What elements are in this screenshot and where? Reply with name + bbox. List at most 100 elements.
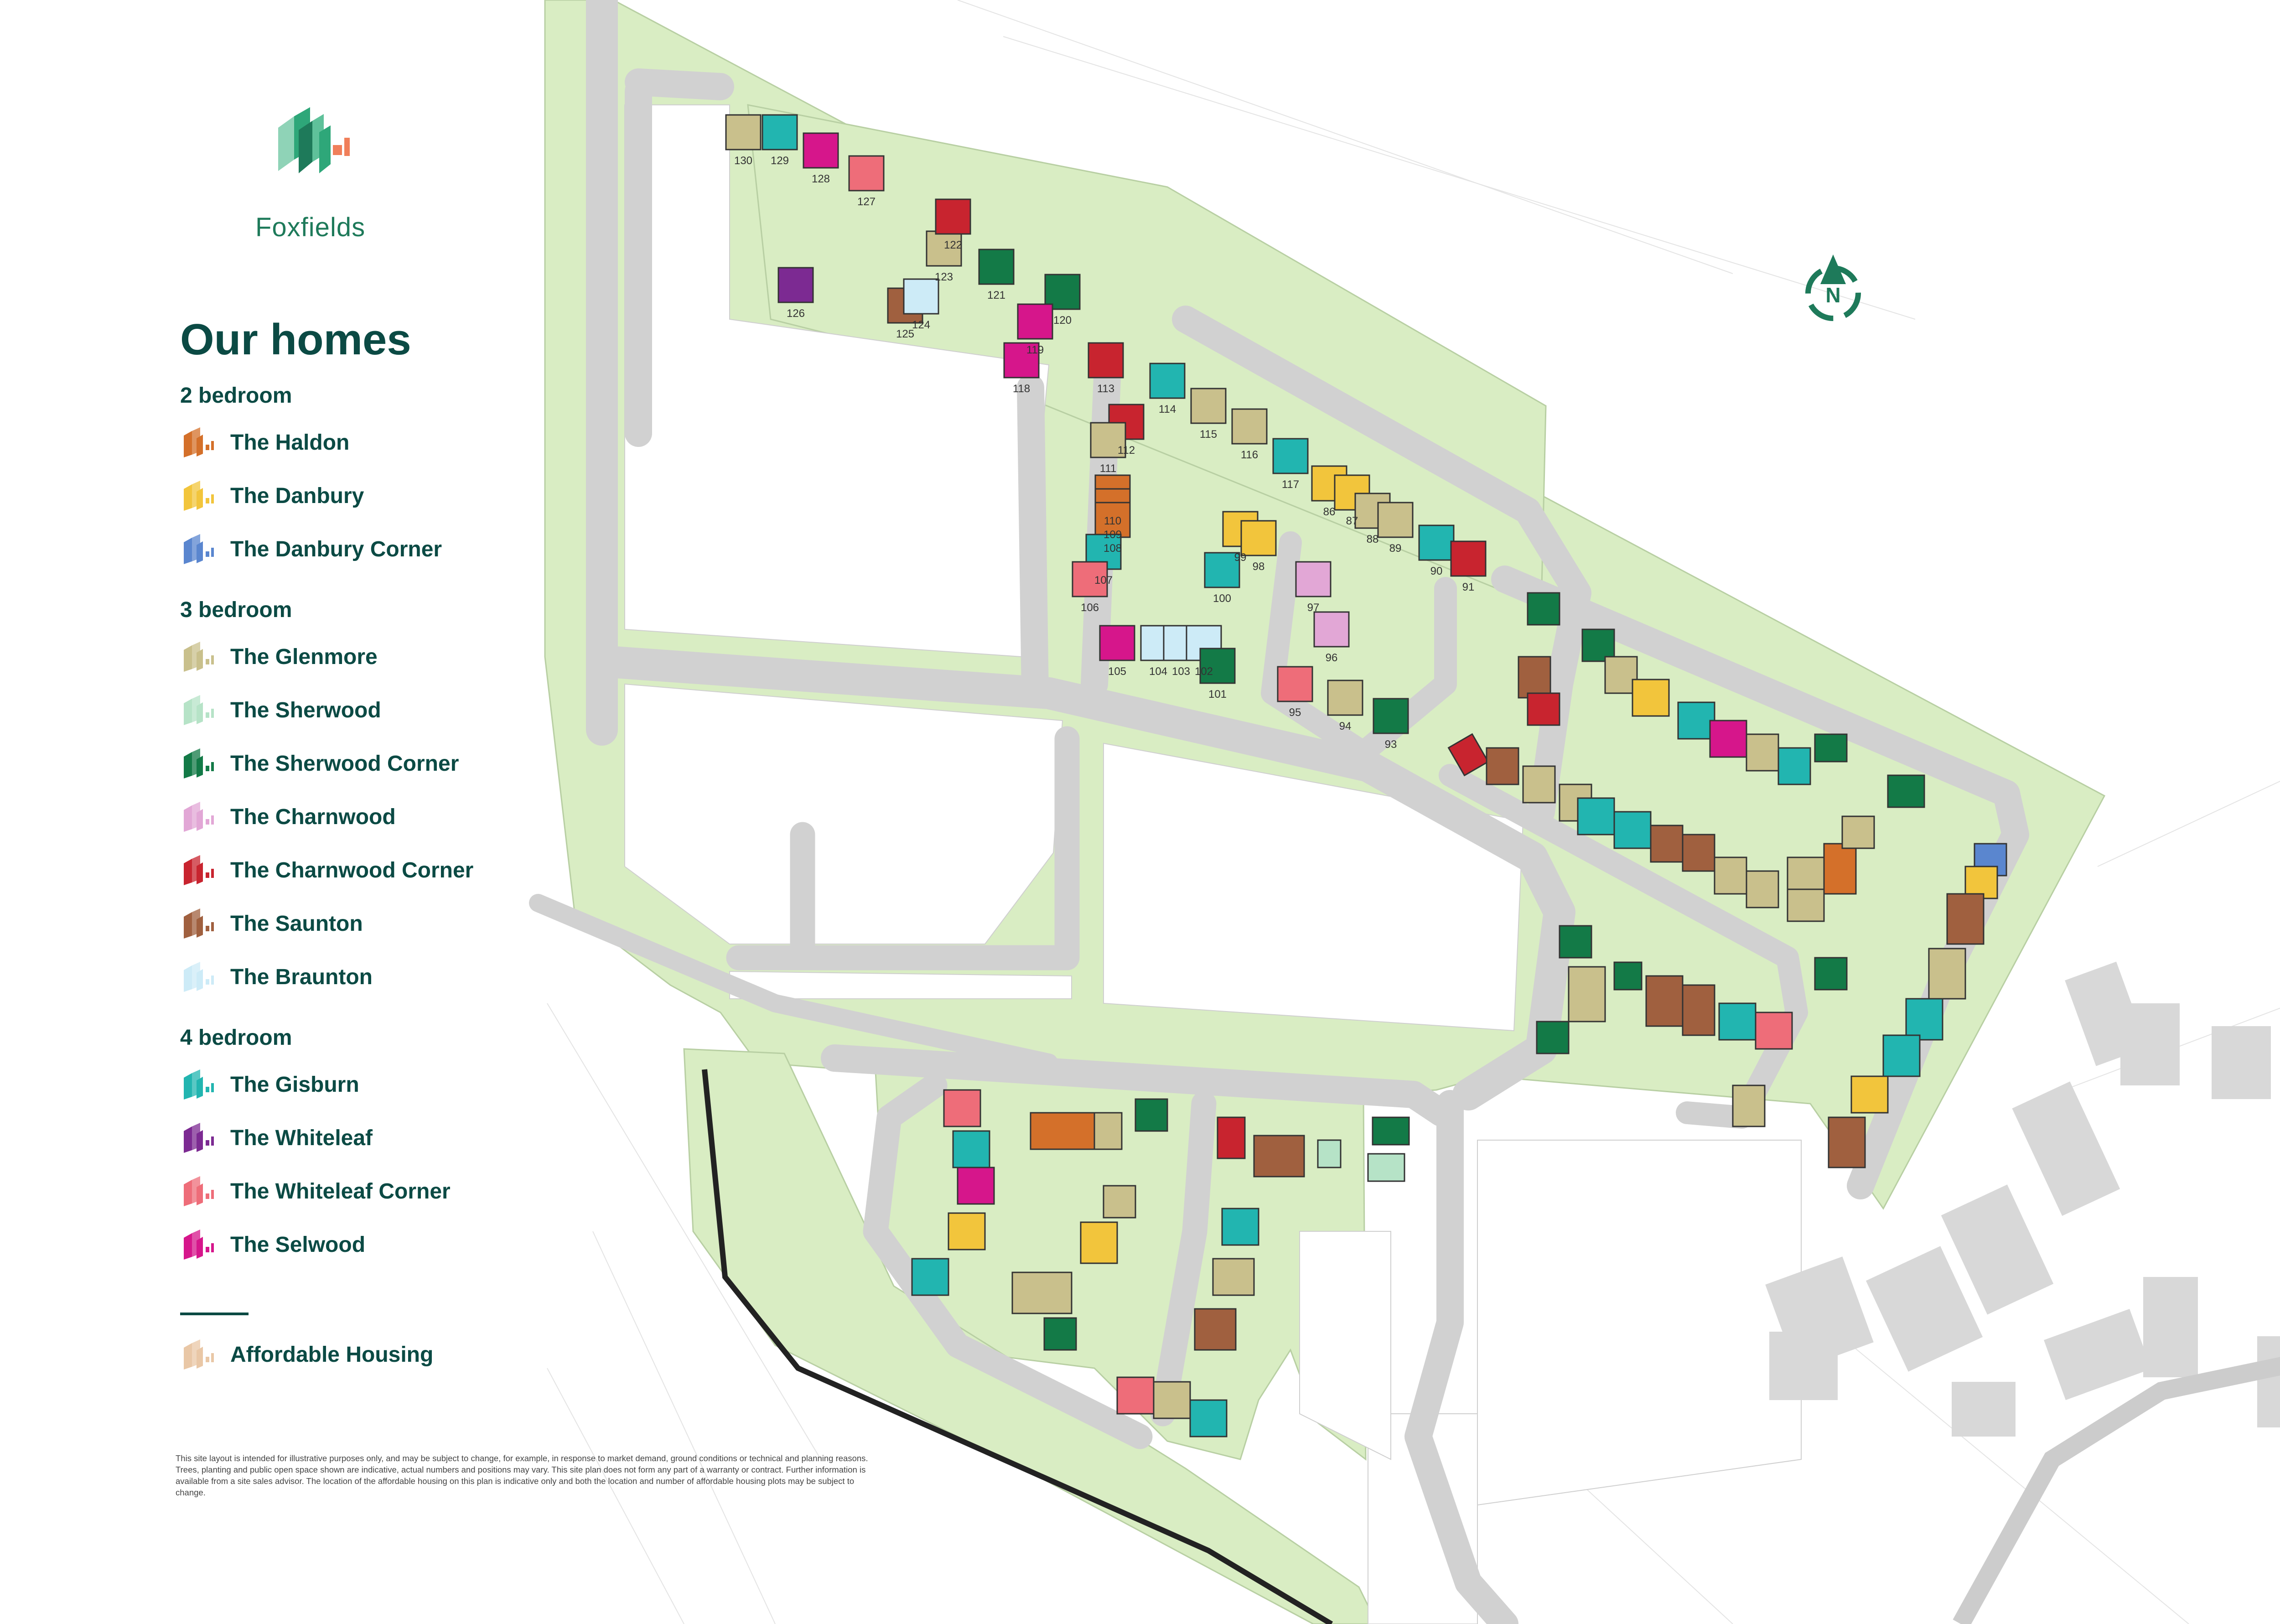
plot-number: 99 bbox=[1234, 551, 1247, 564]
legend-group-heading: 4 bedroom bbox=[180, 1026, 292, 1050]
plot-number: 109 bbox=[1104, 529, 1122, 541]
legend-item: The Saunton bbox=[180, 908, 363, 939]
plot-number: 119 bbox=[1026, 344, 1044, 356]
plot-number: 126 bbox=[787, 307, 805, 320]
plot-house bbox=[762, 114, 798, 150]
legend-item-label: The Charnwood Corner bbox=[230, 858, 474, 882]
plot-number: 114 bbox=[1159, 403, 1176, 415]
plot-number: 127 bbox=[857, 196, 876, 208]
legend-item: The Charnwood bbox=[180, 801, 396, 833]
plot-house bbox=[1418, 524, 1455, 561]
house-type-icon bbox=[184, 1069, 214, 1100]
plot-house bbox=[1334, 474, 1370, 511]
plot-number: 102 bbox=[1195, 665, 1213, 678]
plot-number: 97 bbox=[1307, 602, 1320, 614]
plot-house bbox=[1190, 388, 1227, 424]
plot-house bbox=[1204, 552, 1240, 588]
legend-item: The Whiteleaf bbox=[180, 1122, 373, 1154]
compass-label: N bbox=[1825, 283, 1840, 307]
legend-item: The Danbury Corner bbox=[180, 533, 442, 565]
plot-house bbox=[1450, 540, 1487, 577]
plot-number: 111 bbox=[1100, 462, 1116, 475]
legend-item: The Sherwood bbox=[180, 694, 381, 726]
plot-number: 93 bbox=[1385, 738, 1397, 751]
legend-item: The Sherwood Corner bbox=[180, 747, 459, 779]
north-compass-icon: N bbox=[1805, 254, 1861, 321]
roads bbox=[529, 0, 2029, 1624]
plot-house bbox=[848, 155, 885, 192]
plot-number: 107 bbox=[1094, 574, 1113, 586]
plot-house bbox=[1044, 274, 1081, 310]
plot-number: 91 bbox=[1462, 581, 1475, 593]
neighbouring-buildings bbox=[1765, 961, 2280, 1437]
plot-house bbox=[978, 249, 1015, 285]
disclaimer-text: This site layout is intended for illustr… bbox=[176, 1453, 868, 1497]
plot-number: 116 bbox=[1241, 449, 1258, 461]
plot-house bbox=[1272, 438, 1309, 474]
plot-number: 100 bbox=[1213, 592, 1231, 605]
legend-item-label: The Whiteleaf bbox=[230, 1126, 373, 1150]
plot-number: 122 bbox=[944, 239, 962, 251]
plot-houses bbox=[725, 114, 1487, 734]
plot-house bbox=[1099, 625, 1135, 661]
plot-number: 104 bbox=[1149, 665, 1167, 678]
legend-item-label: The Saunton bbox=[230, 911, 363, 936]
plot-number: 117 bbox=[1282, 478, 1299, 491]
plot-number: 87 bbox=[1346, 515, 1358, 527]
plot-house bbox=[903, 278, 939, 315]
plot-number: 106 bbox=[1081, 602, 1099, 614]
plot-house bbox=[1313, 611, 1350, 648]
plot-house bbox=[1090, 422, 1126, 458]
house-type-icon bbox=[184, 534, 214, 564]
house-blocks-east bbox=[1447, 592, 2007, 1168]
plot-house bbox=[1017, 303, 1053, 340]
house-type-icon bbox=[184, 802, 214, 832]
plot-number: 129 bbox=[771, 155, 789, 167]
plot-number: 88 bbox=[1367, 533, 1379, 545]
plot-number: 121 bbox=[987, 289, 1005, 301]
plot-house bbox=[777, 267, 814, 303]
plot-house bbox=[1199, 648, 1236, 684]
legend-item-label: The Sherwood bbox=[230, 698, 381, 722]
plot-number: 95 bbox=[1289, 706, 1301, 719]
house-type-icon bbox=[184, 695, 214, 725]
house-type-icon bbox=[184, 427, 214, 457]
plot-number: 115 bbox=[1200, 428, 1217, 441]
legend-item: The Haldon bbox=[180, 426, 349, 458]
other-phase-blocks bbox=[624, 104, 1802, 1624]
legend-item-label: The Braunton bbox=[230, 965, 373, 989]
plot-number: 108 bbox=[1104, 542, 1122, 555]
legend-item-label: The Whiteleaf Corner bbox=[230, 1179, 451, 1204]
legend-group-heading: 2 bedroom bbox=[180, 384, 292, 408]
legend-group-heading: 3 bedroom bbox=[180, 598, 292, 622]
legend-item-affordable: Affordable Housing bbox=[180, 1339, 433, 1370]
plot-number: 112 bbox=[1118, 444, 1135, 457]
legend-item-label: The Selwood bbox=[230, 1232, 366, 1257]
foxfields-logo bbox=[278, 107, 350, 173]
legend-item-label: The Charnwood bbox=[230, 804, 396, 829]
legend-item: The Glenmore bbox=[180, 641, 378, 673]
plot-number: 130 bbox=[734, 155, 752, 167]
plot-number: 86 bbox=[1323, 506, 1336, 518]
legend-item: The Danbury bbox=[180, 480, 364, 512]
plot-house bbox=[1072, 561, 1108, 597]
plot-house bbox=[1277, 666, 1313, 702]
plot-number: 89 bbox=[1389, 542, 1402, 555]
plot-number: 110 bbox=[1104, 515, 1121, 527]
house-type-icon bbox=[184, 1230, 214, 1260]
plot-house bbox=[1231, 408, 1268, 445]
legend-item-label: Affordable Housing bbox=[230, 1342, 434, 1367]
legend-item-label: The Sherwood Corner bbox=[230, 751, 459, 776]
plot-number: 124 bbox=[912, 319, 930, 331]
house-type-icon bbox=[184, 855, 214, 885]
house-blocks-south bbox=[911, 1089, 1410, 1437]
house-type-icon bbox=[184, 748, 214, 778]
plot-number: 128 bbox=[812, 173, 830, 185]
legend-item-label: The Danbury Corner bbox=[230, 537, 442, 561]
background-lines bbox=[547, 0, 2280, 1624]
brand-name: Foxfields bbox=[255, 213, 366, 242]
plot-number: 98 bbox=[1253, 560, 1265, 573]
